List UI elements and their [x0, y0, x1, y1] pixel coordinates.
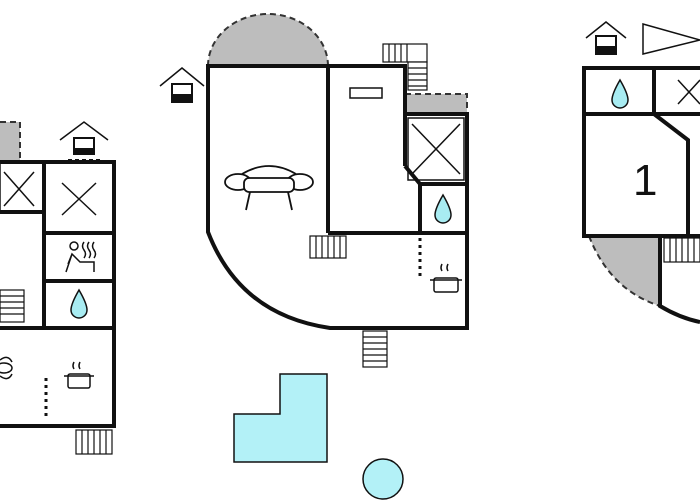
l-shaped-pool: [233, 373, 328, 463]
stairs-icon: [309, 235, 347, 259]
stairs-icon: [75, 429, 113, 455]
terrace-shaded: [208, 14, 328, 66]
terrace-dashed-edge: [0, 121, 21, 162]
outer-wall: [206, 64, 469, 330]
fireplace-x-icon: [677, 79, 700, 105]
terrace-dashed-edge: [588, 235, 661, 307]
inner-wall: [652, 112, 690, 236]
water-drop-icon: [611, 78, 629, 109]
stairs-icon: [362, 330, 388, 368]
direction-arrow-icon: [642, 23, 700, 55]
water-drop-icon: [434, 193, 452, 224]
terrace-shaded: [0, 122, 20, 162]
floor-plan-right: 1: [582, 21, 700, 324]
room-number-label: 1: [633, 156, 657, 205]
fireplace-x-icon: [61, 182, 97, 216]
stairs-icon: [0, 289, 25, 323]
fireplace-x-icon: [407, 117, 465, 181]
sofa-icon: [224, 165, 314, 211]
sofa-icon: [0, 356, 13, 380]
terrace-dashed-edge: [207, 13, 329, 67]
house-icon: [585, 21, 627, 55]
terrace-shaded: [589, 236, 660, 306]
round-pool: [362, 458, 404, 500]
sauna-icon: [65, 241, 97, 273]
terrace-dashed-edge: [405, 93, 468, 112]
house-icon: [59, 121, 109, 161]
window: [349, 87, 383, 99]
outer-wall: [658, 236, 700, 324]
stairs-icon: [382, 43, 428, 91]
water-drop-icon: [70, 288, 88, 319]
floor-plan-center: [159, 13, 469, 368]
outer-wall: [0, 160, 116, 428]
cooking-pot-icon: [430, 263, 462, 293]
house-icon: [159, 67, 205, 103]
outer-wall: [582, 66, 700, 238]
floor-plan-left: [0, 121, 116, 455]
fireplace-x-icon: [0, 162, 45, 212]
cooking-pot-icon: [64, 361, 94, 389]
stairs-icon: [663, 237, 700, 263]
terrace-shaded: [405, 94, 467, 112]
